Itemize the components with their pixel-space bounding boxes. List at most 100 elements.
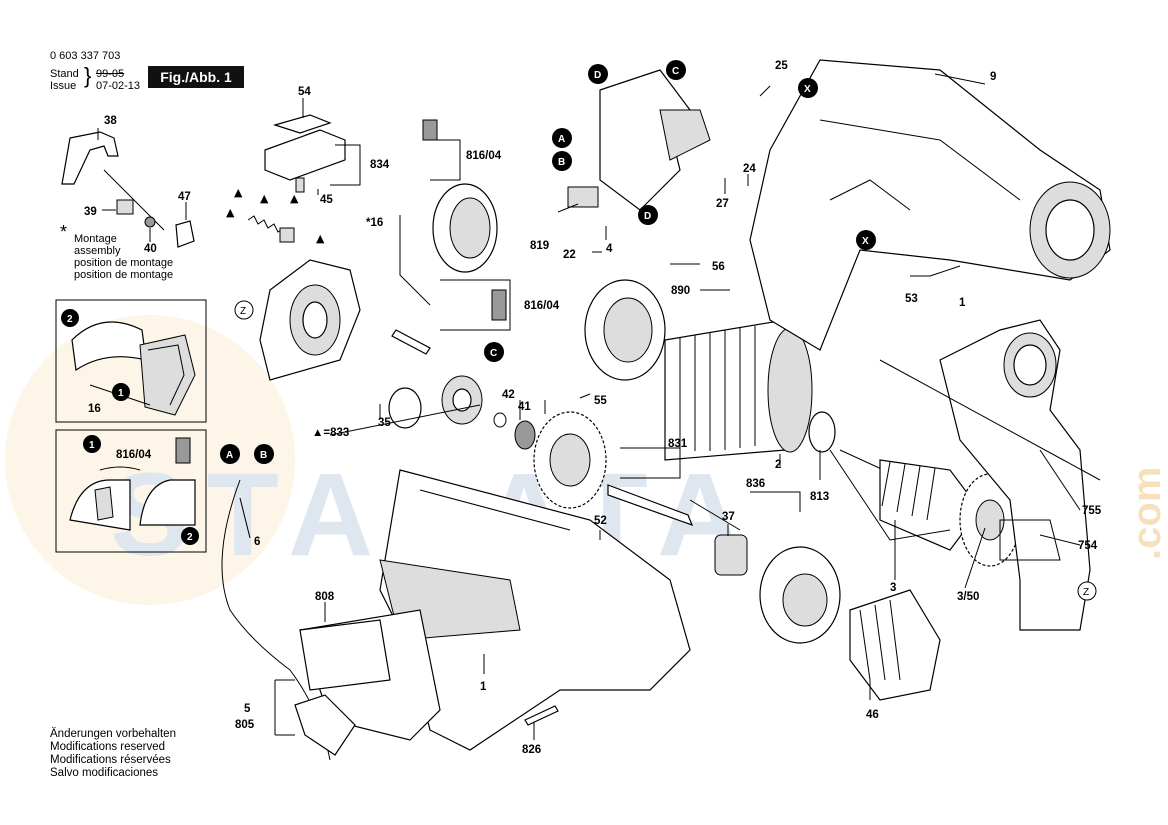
svg-text:B: B (558, 157, 565, 168)
label-826: 826 (522, 744, 541, 756)
label-816-04-inset: 816/04 (116, 449, 152, 461)
leader-lines (97, 73, 1081, 740)
montage-line-3: position de montage (74, 257, 174, 269)
letter-callouts: D C A B D C X X A B 2 1 1 2 (61, 60, 876, 545)
part-808 (299, 619, 391, 691)
label-805: 805 (235, 719, 255, 731)
doc-number: 0 603 337 703 (50, 50, 121, 62)
label-45: 45 (320, 194, 333, 206)
part-9-housing (749, 59, 1111, 351)
inset-box-top (55, 299, 207, 423)
svg-text:1: 1 (89, 440, 95, 451)
svg-text:▲: ▲ (290, 192, 299, 205)
svg-text:B: B (260, 450, 267, 461)
issue-date: 07-02-13 (96, 80, 141, 92)
label-46: 46 (866, 709, 879, 721)
montage-line-2: assembly (74, 245, 121, 257)
inset-box-bottom (55, 429, 207, 553)
callout-D-top: D (588, 64, 608, 84)
stand-label: Stand (50, 68, 79, 80)
callout-1-inset-top: 1 (112, 383, 130, 401)
label-25: 25 (775, 60, 788, 72)
svg-text:2: 2 (67, 314, 73, 325)
callout-B-top: B (552, 151, 572, 171)
callout-B-cable: B (254, 444, 274, 464)
label-808: 808 (315, 591, 335, 603)
part-number-labels: 38 39 47 40 54 834 45 816/04 *16 816/04 … (84, 60, 1102, 756)
part-38-lever (61, 131, 165, 231)
label-41: 41 (518, 401, 531, 413)
svg-text:C: C (672, 66, 679, 77)
montage-asterisk: * (60, 222, 68, 242)
issue-label: Issue (50, 80, 77, 92)
label-55: 55 (594, 395, 607, 407)
label-1-right: 1 (959, 297, 966, 309)
part-2-field (664, 319, 813, 461)
label-16-inset: 16 (88, 403, 101, 415)
z-callouts: Z Z (234, 300, 1097, 601)
label-3: 3 (890, 582, 896, 594)
label-836: 836 (746, 478, 765, 490)
part-47 (175, 220, 195, 248)
svg-text:2: 2 (187, 532, 193, 543)
label-1-mid: 1 (480, 681, 487, 693)
svg-text:Z: Z (240, 306, 246, 317)
label-56: 56 (712, 261, 725, 273)
switch-assembly (567, 69, 711, 211)
label-754: 754 (1078, 540, 1098, 552)
watermark-suffix: .com (1125, 467, 1168, 560)
label-27: 27 (716, 198, 729, 210)
svg-text:D: D (644, 211, 651, 222)
svg-text:1: 1 (118, 388, 124, 399)
callout-2-inset-top: 2 (61, 309, 79, 327)
label-54: 54 (298, 86, 311, 98)
callout-2-inset-bottom: 2 (181, 527, 199, 545)
label-37: 37 (722, 511, 735, 523)
part-826-screw (524, 705, 559, 726)
label-47: 47 (178, 191, 191, 203)
footer-notes: Änderungen vorbehalten Modifications res… (50, 728, 176, 780)
brace-icon: } (84, 63, 92, 88)
svg-text:▲: ▲ (226, 206, 235, 219)
label-2: 2 (775, 459, 781, 471)
callout-X-top: X (798, 78, 818, 98)
part-41-gear (514, 411, 607, 509)
svg-text:Z: Z (1083, 587, 1089, 598)
label-834: 834 (370, 159, 390, 171)
callout-C-mid: C (484, 342, 504, 362)
svg-text:A: A (226, 450, 233, 461)
label-5: 5 (244, 703, 251, 715)
label-816-04-top: 816/04 (466, 150, 502, 162)
callout-X-mid: X (856, 230, 876, 250)
montage-line-4: position de montage (74, 269, 174, 281)
label-24: 24 (743, 163, 756, 175)
label-38: 38 (104, 115, 117, 127)
part-3-armature (839, 449, 1081, 567)
figure-label: Fig./Abb. 1 (148, 66, 244, 88)
footer-line-fr: Modifications réservées (50, 754, 171, 766)
label-755: 755 (1082, 505, 1102, 517)
label-816-04-mid: 816/04 (524, 300, 560, 312)
label-42: 42 (502, 389, 515, 401)
label-16: *16 (366, 217, 383, 229)
svg-text:▲: ▲ (260, 192, 269, 205)
callout-D-mid: D (638, 205, 658, 225)
svg-text:D: D (594, 70, 601, 81)
part-46-chuck (849, 589, 941, 701)
part-42-ring (493, 412, 507, 428)
label-39: 39 (84, 206, 97, 218)
svg-text:▲: ▲ (234, 186, 243, 199)
label-890: 890 (671, 285, 690, 297)
callout-C-top: C (666, 60, 686, 80)
screw-long (391, 329, 431, 355)
label-6: 6 (254, 536, 260, 548)
callout-1-inset-bottom: 1 (83, 435, 101, 453)
bushing (279, 227, 295, 243)
part-37 (714, 534, 748, 576)
label-831: 831 (668, 438, 688, 450)
label-9: 9 (990, 71, 996, 83)
svg-text:X: X (862, 236, 869, 247)
footer-line-de: Änderungen vorbehalten (50, 728, 176, 740)
part-834-cover (264, 114, 346, 193)
